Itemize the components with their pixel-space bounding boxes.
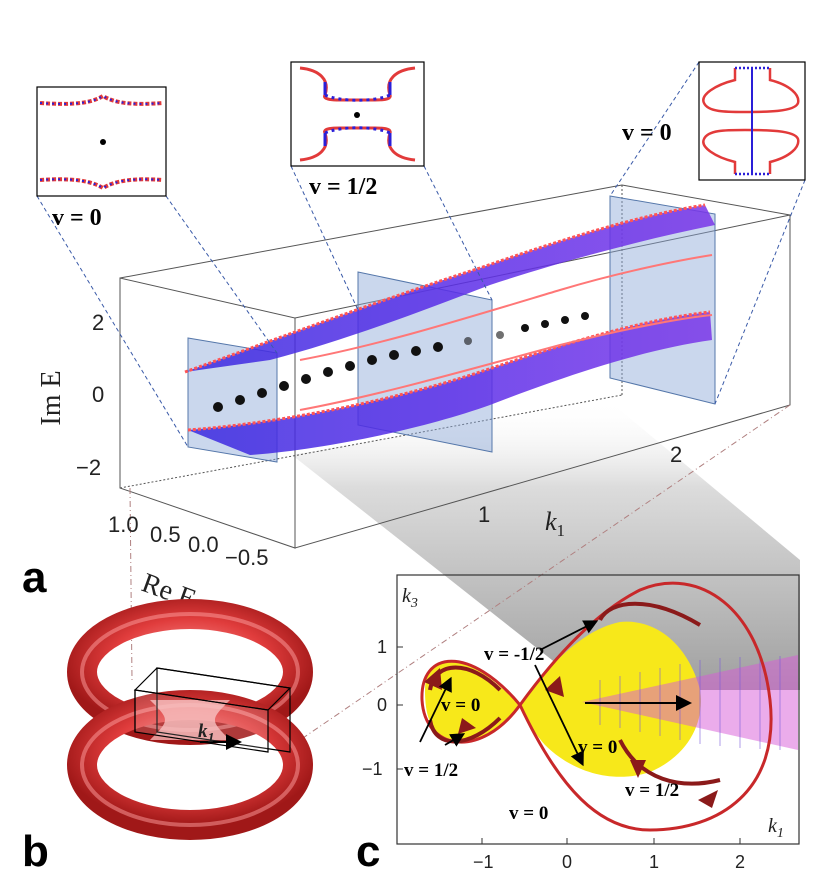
label-nu0-center: v = 0	[578, 737, 617, 758]
c-x-tick-3: 2	[735, 852, 745, 872]
c-y-axis: k3 1 0 −1	[362, 585, 418, 779]
im-tick-2: −2	[76, 455, 101, 480]
c-x-axis: k1 −1 0 1 2	[473, 815, 784, 872]
label-nu12-left: v = 1/2	[404, 760, 458, 781]
panel-b: k1 b	[22, 599, 313, 876]
projection-stripes	[599, 656, 781, 750]
k1-label-b: k1	[198, 721, 215, 746]
inset-2: v = 1/2	[290, 61, 425, 200]
flow-arrows	[424, 668, 718, 808]
pointer-arrows	[419, 620, 599, 767]
re-tick-1: 0.5	[150, 522, 181, 547]
label-nu-m12: v = -1/2	[484, 644, 544, 665]
bounding-box	[119, 184, 791, 549]
panel-letter-b: b	[22, 827, 49, 876]
c-x-tick-2: 1	[649, 852, 659, 872]
im-axis: 2 0 −2 Im E	[36, 310, 104, 480]
fermi-curves	[420, 581, 773, 832]
k3-axis-label: k3	[402, 585, 418, 611]
label-nu0-left: v = 0	[441, 695, 480, 716]
c-x-tick-0: −1	[473, 852, 494, 872]
c-y-tick-0: 1	[377, 637, 387, 657]
inset-3-label: v = 0	[622, 120, 672, 146]
inset-3: v = 0	[622, 61, 806, 181]
k1-tick-1: 2	[670, 442, 682, 467]
k1-tick-0: 1	[478, 502, 490, 527]
re-tick-2: 0.0	[188, 532, 219, 557]
projection-wedge	[292, 400, 800, 690]
plot-frame	[396, 574, 800, 845]
c-y-tick-1: 0	[377, 695, 387, 715]
k1-axis-label-c: k1	[768, 815, 784, 841]
k1-axis-label: k1	[545, 507, 565, 540]
panel-a: 2 0 −2 Im E 1.0 0.5 0.0 −0.5 Re E 1 2 k1…	[22, 61, 806, 741]
inset-guides	[36, 61, 806, 448]
re-tick-0: 1.0	[108, 512, 139, 537]
label-nu0-bottom: v = 0	[509, 803, 548, 824]
c-x-tick-1: 0	[562, 852, 572, 872]
re-tick-3: −0.5	[225, 545, 268, 570]
c-y-tick-2: −1	[362, 759, 383, 779]
im-tick-0: 2	[92, 310, 104, 335]
inset-1: v = 0	[36, 86, 167, 231]
k1-axis: 1 2 k1	[478, 442, 682, 540]
inset-1-label: v = 0	[52, 205, 102, 231]
im-tick-1: 0	[92, 382, 104, 407]
panel-letter-c: c	[356, 827, 380, 876]
exceptional-line	[213, 312, 589, 412]
label-nu12-right: v = 1/2	[625, 780, 679, 801]
spectrum-surface	[184, 203, 715, 455]
link-lines	[129, 404, 791, 741]
torus-bridge	[150, 700, 230, 740]
panel-c: v = -1/2 v = 0 v = 1/2 v = 0 v = 1/2 v =…	[356, 574, 800, 876]
panel-letter-a: a	[22, 553, 47, 602]
im-axis-label: Im E	[36, 370, 67, 425]
inset-2-label: v = 1/2	[309, 174, 377, 200]
